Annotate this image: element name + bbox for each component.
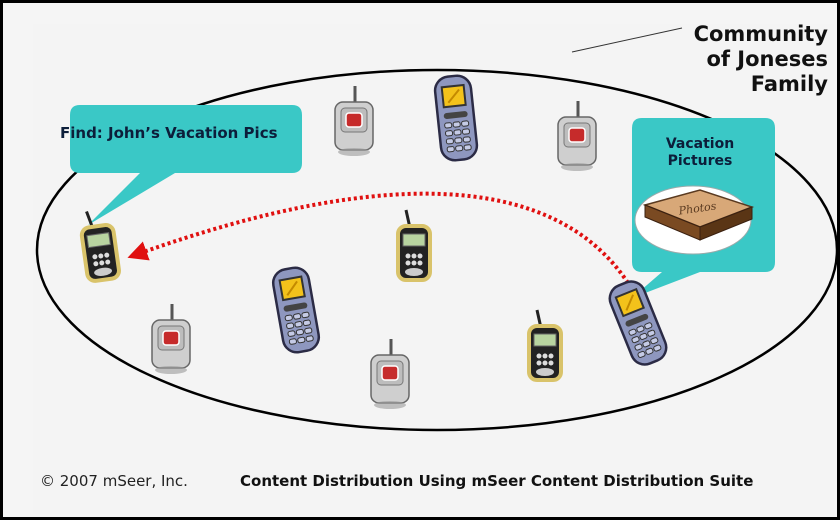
diagram-caption: Content Distribution Using mSeer Content…: [240, 472, 754, 490]
candybar-phone: [604, 276, 672, 370]
candybar-phone: [269, 264, 323, 356]
transfer-arrow: [127, 191, 630, 285]
title-line-3: Family: [750, 72, 828, 96]
vacation-bubble-text: Vacation Pictures: [650, 136, 750, 170]
flip-phone: [556, 99, 598, 173]
vacation-line-1: Vacation: [665, 136, 735, 152]
candybar-phone: [432, 73, 480, 163]
community-title: Community of Joneses Family: [694, 22, 828, 97]
flip-phone: [333, 84, 375, 158]
flip-phone: [369, 337, 411, 411]
find-bubble-text: Find: John’s Vacation Pics: [60, 124, 278, 142]
copyright-text: © 2007 mSeer, Inc.: [40, 472, 188, 490]
vacation-bubble: Photos: [632, 118, 775, 298]
bar-phone: [76, 206, 123, 284]
title-pointer-line: [571, 27, 683, 53]
bar-phone: [396, 208, 432, 282]
title-line-1: Community: [693, 22, 828, 46]
community-ellipse: [35, 68, 839, 432]
photo-album-icon: Photos: [642, 189, 755, 241]
title-line-2: of Joneses: [706, 47, 828, 71]
flip-phone: [150, 302, 192, 376]
bar-phone: [527, 308, 563, 382]
album-label: Photos: [677, 199, 718, 217]
vacation-line-2: Pictures: [667, 153, 733, 169]
find-bubble: [70, 105, 302, 225]
